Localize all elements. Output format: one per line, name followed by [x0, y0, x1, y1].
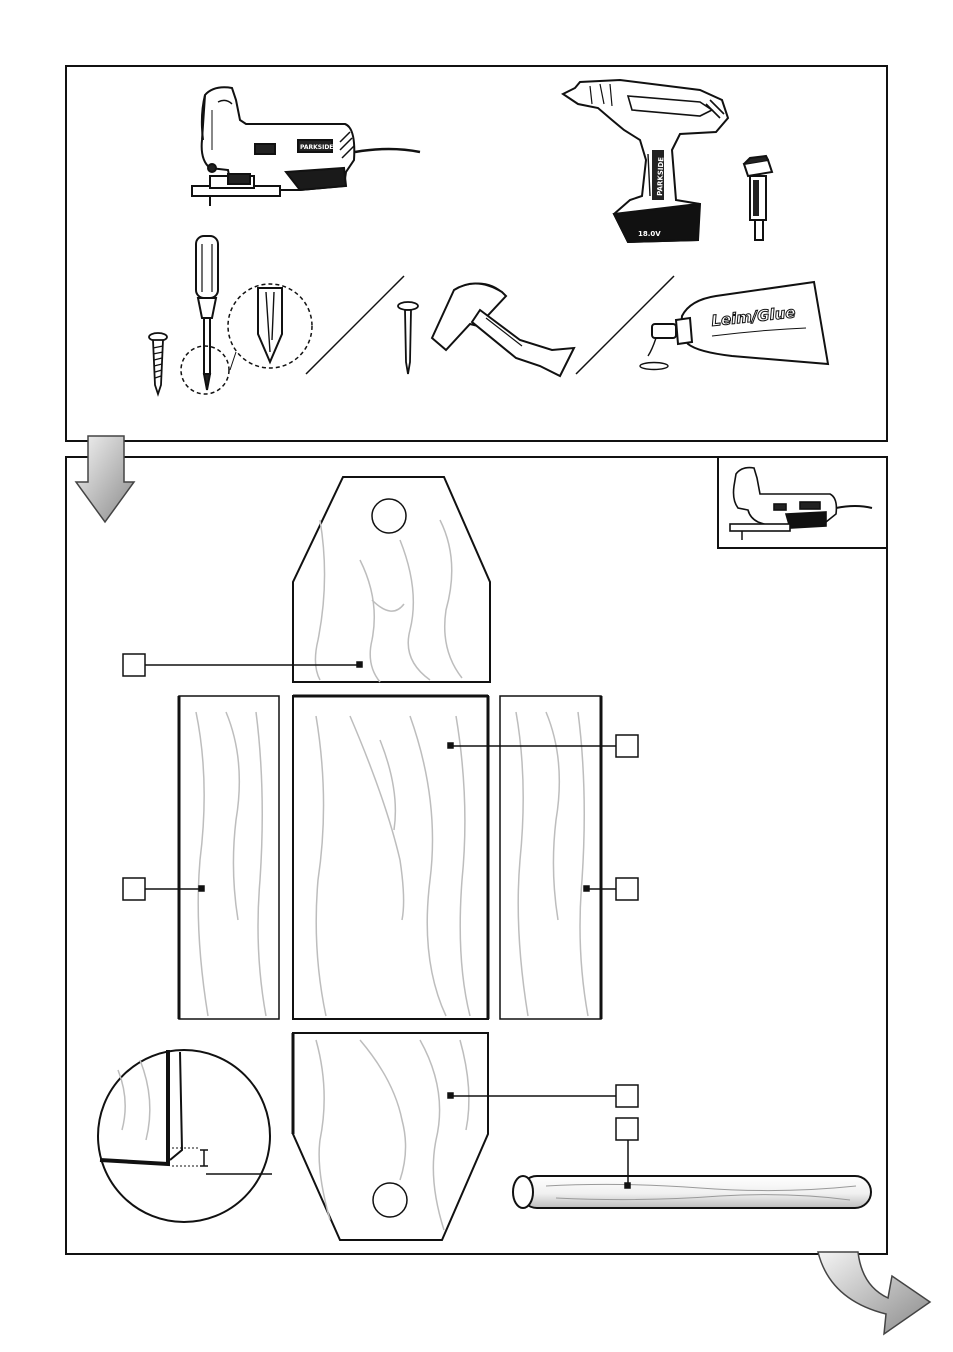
glue-tube-icon: Leim/Glue — [639, 280, 830, 371]
hammer-icon — [430, 282, 576, 378]
divider-line — [305, 275, 405, 375]
jigsaw-hint-icon — [729, 466, 873, 540]
forstner-bit-icon — [742, 154, 774, 241]
bottom-board — [291, 1032, 489, 1241]
callout-box-left-side-board — [122, 877, 146, 901]
tools-panel — [65, 65, 888, 442]
screwdriver-icon — [180, 235, 313, 395]
cordless-drill-icon: PARKSIDE 18.0V — [561, 78, 730, 244]
jigsaw-brand: PARKSIDE — [300, 144, 333, 151]
front-board — [292, 694, 490, 1020]
callout-box-top-board — [122, 653, 146, 677]
right-side-board — [499, 695, 603, 1020]
callout-box-front-board — [615, 734, 639, 758]
screw-icon — [148, 332, 168, 397]
callout-box-right-side-board — [615, 877, 639, 901]
callout-box-bottom-board — [615, 1084, 639, 1108]
divider-line — [575, 275, 675, 375]
jigsaw-icon: PARKSIDE — [191, 86, 421, 206]
dowel-rod — [512, 1175, 872, 1209]
edge-detail-magnifier-icon — [97, 1049, 272, 1223]
drill-brand: PARKSIDE — [656, 157, 665, 196]
hole — [372, 1182, 408, 1218]
callout-box-dowel-rod — [615, 1117, 639, 1141]
top-board — [292, 476, 491, 683]
left-side-board — [177, 695, 280, 1020]
hole — [371, 498, 407, 534]
down-arrow-icon — [74, 435, 136, 524]
next-page-arrow-icon[interactable] — [817, 1251, 932, 1336]
nail-icon — [397, 301, 419, 375]
battery-label: 18.0V — [638, 230, 661, 238]
